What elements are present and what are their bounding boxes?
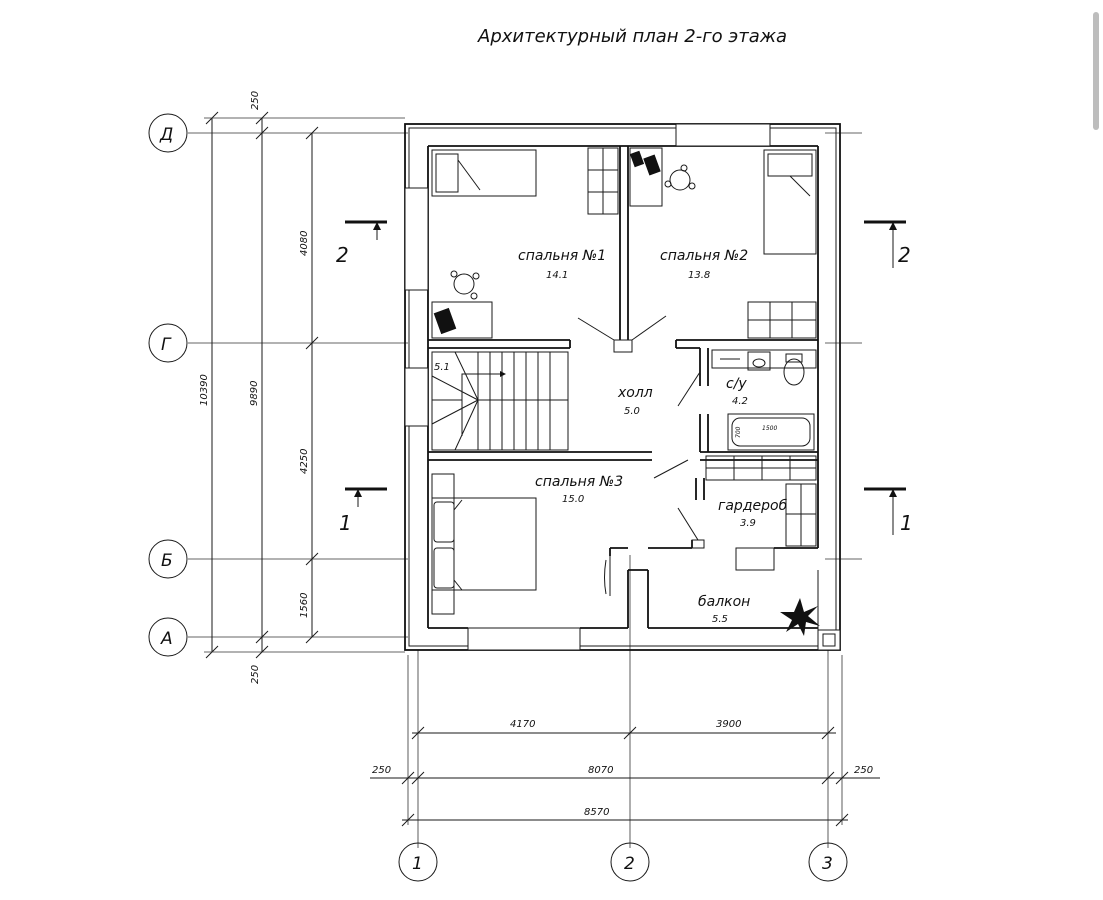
dim-bottom-1-2: 4170: [510, 719, 535, 730]
axis-grid: [188, 132, 862, 848]
room-area-hall: 5.0: [624, 406, 640, 417]
room-name-wardrobe: гардероб: [718, 498, 788, 514]
plan-title: Архитектурный план 2-го этажа: [477, 26, 787, 47]
dim-left-d-g: 4080: [299, 231, 310, 256]
axis-label-2: 2: [624, 854, 635, 874]
dim-left-bottom-offset: 250: [250, 665, 261, 684]
bath-width: 700: [735, 426, 742, 438]
section-marker-2-right: 2: [864, 220, 911, 268]
section-label-1-right: 1: [900, 511, 913, 535]
axis-marker-A: А: [148, 617, 188, 657]
section-label-2-right: 2: [898, 243, 911, 267]
room-name-bedroom2: спальня №2: [660, 248, 748, 264]
axis-marker-2: 2: [610, 842, 650, 882]
section-marker-2-left: 2: [336, 220, 387, 267]
plant-icon: [780, 598, 820, 636]
dim-left-b-a: 1560: [299, 593, 310, 618]
axis-label-3: 3: [822, 854, 833, 874]
axis-marker-1: 1: [398, 842, 438, 882]
room-name-bedroom1: спальня №1: [518, 248, 606, 264]
dim-bottom-2-3: 3900: [716, 719, 741, 730]
axis-label-B: Б: [161, 551, 173, 571]
dim-bottom-total: 8570: [584, 807, 609, 818]
interior-walls: [428, 146, 818, 556]
room-name-bathroom: с/у: [726, 376, 747, 392]
bathroom-fixtures: [711, 349, 817, 451]
section-label-2-left: 2: [336, 243, 349, 267]
section-marker-1-right: 1: [864, 487, 913, 535]
room-name-hall: холл: [617, 385, 653, 401]
section-marker-1-left: 1: [339, 487, 387, 535]
room-area-bedroom1: 14.1: [546, 270, 568, 281]
dim-left-top-offset: 250: [250, 91, 261, 110]
room-area-balcony: 5.5: [712, 614, 728, 625]
room-name-balcony: балкон: [698, 594, 750, 610]
bedroom2-wardrobe: [747, 301, 817, 339]
stair-area: 5.1: [434, 362, 450, 373]
bedroom1-desk: [431, 270, 493, 339]
bedroom2-desk: [629, 147, 696, 207]
axis-label-1: 1: [412, 854, 423, 874]
room-area-bedroom2: 13.8: [688, 270, 710, 281]
left-dimension-chains: [204, 111, 405, 659]
bath-length: 1500: [762, 425, 777, 432]
dim-left-total: 10390: [199, 374, 210, 406]
dim-left-total-axes: 9890: [249, 381, 260, 406]
vertical-scrollbar[interactable]: [1093, 12, 1099, 130]
axis-label-A: А: [160, 629, 173, 649]
axis-marker-D: Д: [148, 113, 188, 153]
dim-bottom-left-offset: 250: [372, 765, 391, 776]
bedroom1-bed: [431, 149, 537, 197]
room-area-bathroom: 4.2: [732, 396, 748, 407]
room-area-wardrobe: 3.9: [740, 518, 756, 529]
axis-marker-3: 3: [808, 842, 848, 882]
dim-left-g-b: 4250: [299, 449, 310, 474]
axis-marker-G: Г: [148, 323, 188, 363]
room-area-bedroom3: 15.0: [562, 494, 584, 505]
axis-label-G: Г: [161, 335, 172, 355]
exterior-walls: [404, 123, 841, 651]
bottom-dimension-chains: [370, 726, 880, 827]
doors: [577, 315, 701, 596]
axis-label-D: Д: [159, 125, 173, 145]
axis-marker-B: Б: [148, 539, 188, 579]
wardrobe-shelves: [705, 455, 817, 547]
bedroom2-bed: [763, 149, 817, 255]
bedroom3-bed: [431, 473, 537, 615]
dim-bottom-axes: 8070: [588, 765, 613, 776]
section-label-1-left: 1: [339, 511, 352, 535]
room-name-bedroom3: спальня №3: [535, 474, 623, 490]
bedroom1-wardrobe: [587, 147, 619, 215]
staircase: [431, 351, 569, 451]
dim-bottom-right-offset: 250: [854, 765, 873, 776]
